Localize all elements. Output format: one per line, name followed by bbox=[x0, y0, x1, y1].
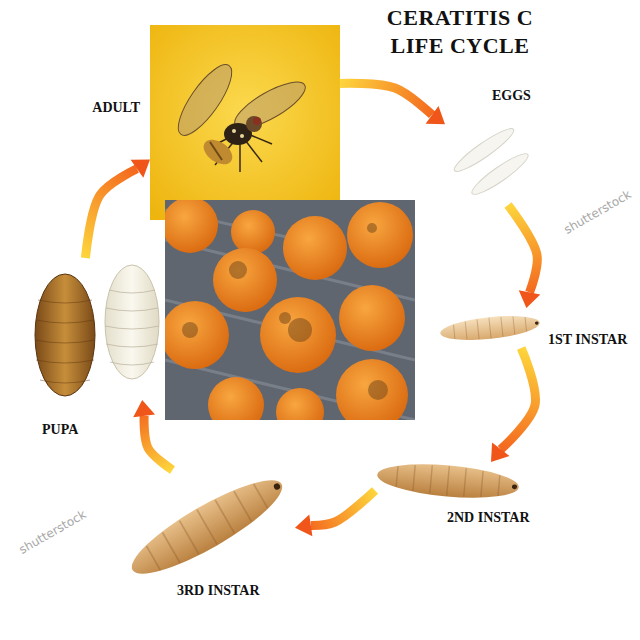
instar-stage: 3RD INSTAR bbox=[120, 470, 295, 575]
instar-stage: 2ND INSTAR bbox=[375, 462, 520, 500]
cycle-arrow bbox=[85, 160, 150, 258]
adult-stage: ADULT bbox=[150, 25, 340, 220]
cycle-arrow bbox=[491, 348, 535, 462]
eggs-picture bbox=[450, 124, 531, 200]
arrow-head bbox=[133, 400, 155, 417]
cycle-arrow bbox=[295, 491, 375, 537]
cycle-arrow bbox=[340, 83, 445, 124]
arrow-head bbox=[519, 290, 541, 308]
arrow-shaft bbox=[501, 348, 536, 449]
arrow-head bbox=[295, 515, 312, 537]
infested-oranges-photo bbox=[165, 200, 415, 420]
arrow-head bbox=[426, 106, 445, 124]
third-instar-larva bbox=[122, 466, 292, 588]
arrow-shaft bbox=[508, 205, 537, 292]
stage-label: 1ST INSTAR bbox=[546, 332, 629, 349]
watermark-text: shutterstock bbox=[17, 507, 89, 557]
adult-photo bbox=[150, 25, 340, 220]
pupa-stage: PUPA bbox=[30, 258, 162, 400]
first-instar-larva bbox=[439, 312, 541, 344]
second-instar-larva bbox=[376, 459, 520, 502]
arrow-shaft bbox=[340, 83, 432, 114]
stage-label: 3RD INSTAR bbox=[175, 583, 262, 600]
pupa-picture bbox=[35, 265, 159, 396]
arrow-shaft bbox=[144, 416, 172, 470]
diagram-title: CERATITIS C LIFE CYCLE bbox=[370, 4, 550, 59]
cycle-arrow bbox=[133, 400, 172, 470]
stage-label: ADULT bbox=[90, 100, 142, 117]
arrow-shaft bbox=[311, 491, 375, 526]
cycle-arrow bbox=[508, 205, 540, 308]
arrow-head bbox=[491, 443, 509, 462]
stage-label: PUPA bbox=[40, 422, 80, 439]
arrow-head bbox=[131, 160, 150, 178]
instar-stage: 1ST INSTAR bbox=[438, 308, 542, 348]
watermark-text: shutterstock bbox=[562, 187, 634, 237]
eggs-stage: EGGS bbox=[445, 110, 535, 205]
arrow-shaft bbox=[85, 169, 137, 258]
stage-label: 2ND INSTAR bbox=[445, 510, 532, 527]
stage-label: EGGS bbox=[490, 88, 533, 105]
